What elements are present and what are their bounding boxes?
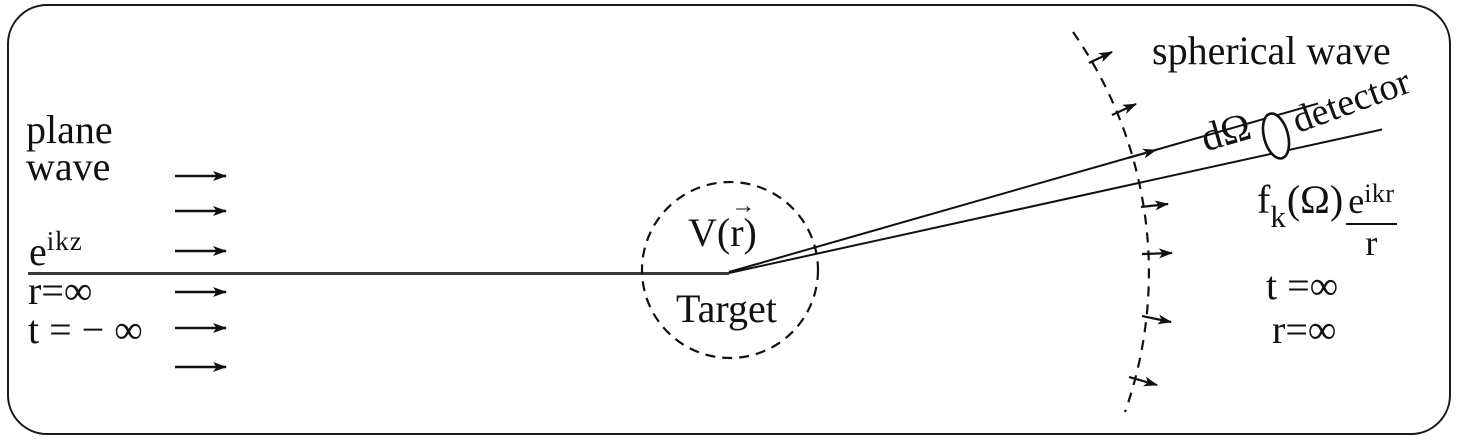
- potential-suffix: ): [743, 210, 757, 255]
- amplitude-subscript: k: [1270, 199, 1286, 234]
- target-label: Target: [676, 286, 777, 331]
- wavefront-arrow: [1128, 375, 1158, 387]
- wavefront-arrow: [1088, 51, 1113, 64]
- detector-aperture-ellipse: [1261, 112, 1291, 160]
- diagram-border: [7, 4, 1451, 435]
- scattered-t-label: t =∞: [1266, 263, 1339, 308]
- fraction-numerator: eikr: [1348, 179, 1395, 221]
- spherical-wavefront-arc: [1072, 31, 1150, 413]
- plane-wave-label-line1: plane: [26, 107, 113, 152]
- wavefunction-base: e: [29, 229, 47, 274]
- plane-wave-arrows: [175, 171, 227, 372]
- plane-wave-label: plane wave: [26, 107, 113, 189]
- amplitude-argument: (Ω): [1286, 177, 1344, 222]
- fraction-denominator: r: [1346, 223, 1397, 261]
- amplitude-f: f: [1257, 177, 1271, 222]
- potential-r: r: [730, 210, 744, 255]
- incident-r-label: r=∞: [28, 268, 93, 313]
- wavefront-arrows: [1088, 51, 1173, 387]
- scattering-amplitude-formula: f k (Ω) eikr r: [1257, 177, 1397, 261]
- wavefunction-exponent: ikz: [46, 226, 83, 256]
- fraction-exponent: ikr: [1364, 179, 1395, 208]
- wavefront-arrow: [1111, 103, 1137, 116]
- plane-wave-label-line2: wave: [26, 144, 111, 189]
- outgoing-wave-fraction: eikr r: [1346, 173, 1397, 261]
- spherical-wave-label: spherical wave: [1152, 28, 1391, 73]
- scattered-r-label: r=∞: [1272, 307, 1337, 352]
- wavefront-arrow: [1141, 314, 1172, 325]
- wavefront-arrow: [1141, 248, 1173, 259]
- target-region-circle: [640, 180, 820, 360]
- scattered-direction-arrow: [1127, 148, 1157, 159]
- vector-arrow-icon: →: [731, 193, 756, 219]
- incident-t-label: t = − ∞: [28, 307, 143, 352]
- wavefront-arrow: [1140, 200, 1169, 211]
- incident-wavefunction-label: eikz: [29, 228, 83, 272]
- potential-label: V(→r): [688, 194, 757, 255]
- potential-prefix: V(: [688, 210, 731, 255]
- cone-upper-line: [728, 102, 1319, 273]
